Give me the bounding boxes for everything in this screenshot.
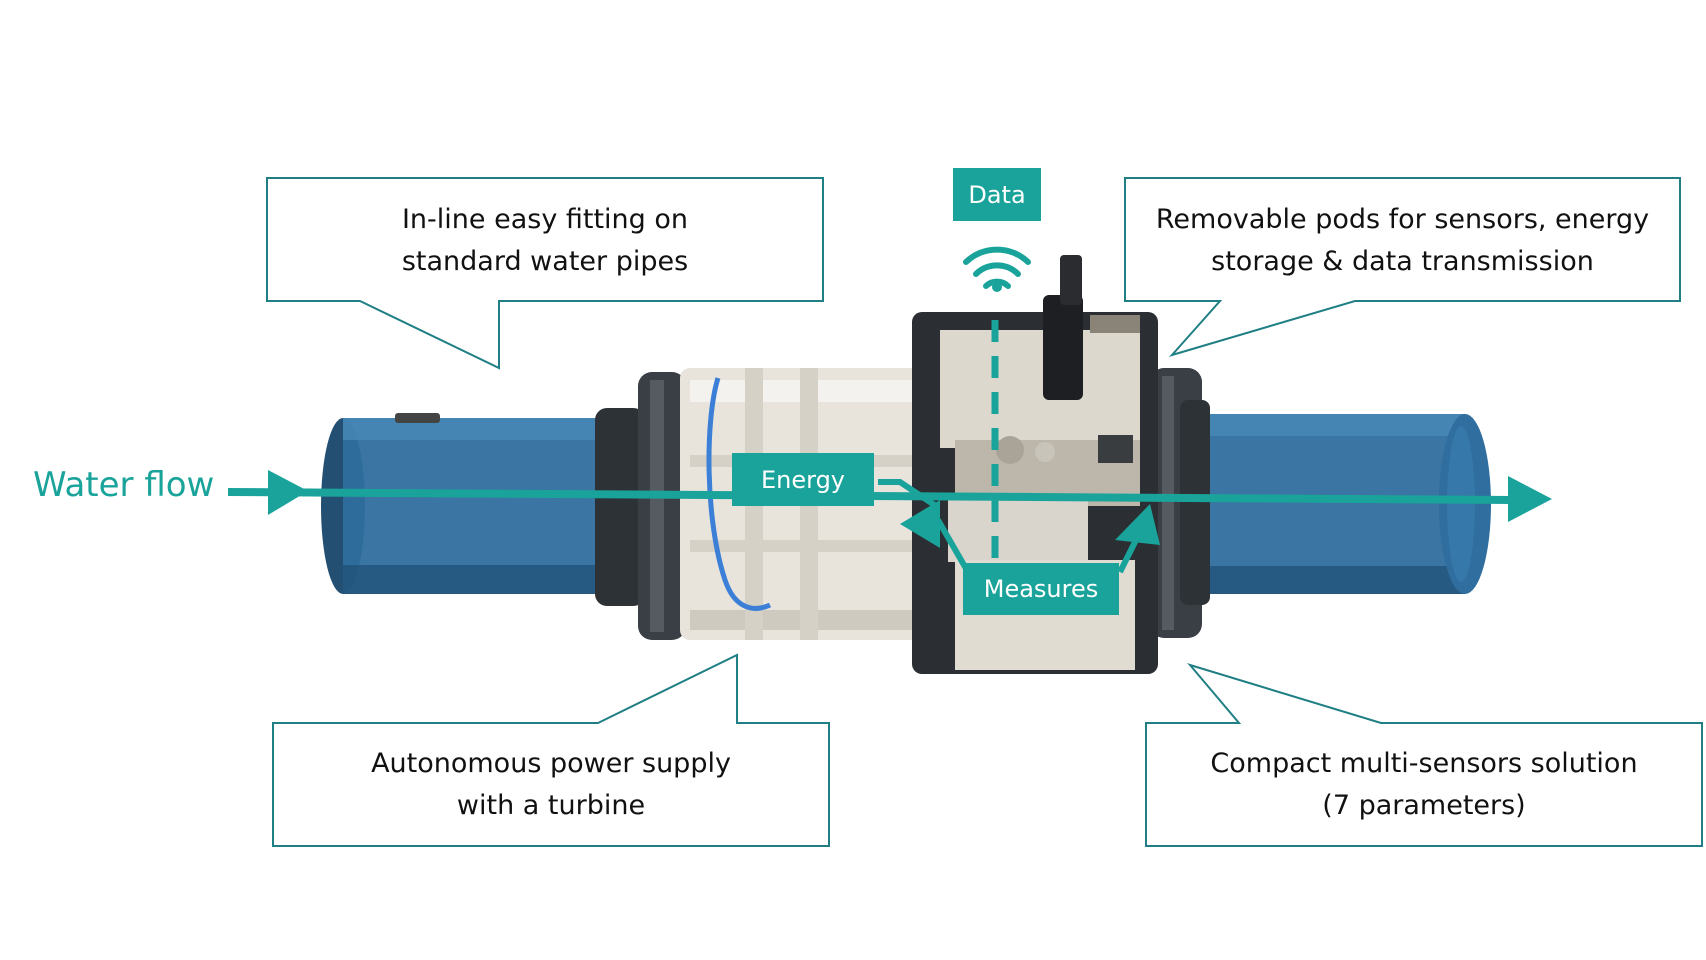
callout-power-line2: with a turbine xyxy=(456,790,646,821)
water-flow-label: Water flow xyxy=(33,465,215,505)
wifi-icon xyxy=(963,246,1031,292)
left-pipe xyxy=(321,413,608,594)
data-label: Data xyxy=(953,168,1041,221)
callout-sensors-line2: (7 parameters) xyxy=(1322,790,1526,821)
callout-fitting-box xyxy=(266,177,824,370)
callout-pods-line1: Removable pods for sensors, energy xyxy=(1155,204,1650,235)
callout-power-text: Autonomous power supply with a turbine xyxy=(273,743,829,827)
left-flange xyxy=(595,372,686,640)
callout-sensors-line1: Compact multi-sensors solution xyxy=(1210,748,1638,779)
right-pipe xyxy=(1195,414,1491,594)
callout-pods-line2: storage & data transmission xyxy=(1211,246,1594,277)
callout-power-line1: Autonomous power supply xyxy=(371,748,731,779)
right-flange xyxy=(1150,368,1210,638)
measures-arrowhead xyxy=(1115,504,1160,545)
callout-pods-box xyxy=(1124,177,1681,357)
callout-power-box xyxy=(272,653,830,847)
device-illustration xyxy=(321,255,1491,674)
callout-fitting-line2: standard water pipes xyxy=(401,246,689,277)
callout-pods-text: Removable pods for sensors, energy stora… xyxy=(1125,199,1680,283)
callout-fitting-text: In-line easy fitting on standard water p… xyxy=(267,199,823,283)
energy-connector xyxy=(878,479,938,509)
callout-sensors-box xyxy=(1145,663,1703,847)
callout-sensors-text: Compact multi-sensors solution (7 parame… xyxy=(1146,743,1702,827)
energy-arrowhead xyxy=(900,500,940,548)
energy-label: Energy xyxy=(732,453,874,506)
measures-label: Measures xyxy=(963,563,1119,615)
callout-fitting-line1: In-line easy fitting on xyxy=(401,204,689,235)
